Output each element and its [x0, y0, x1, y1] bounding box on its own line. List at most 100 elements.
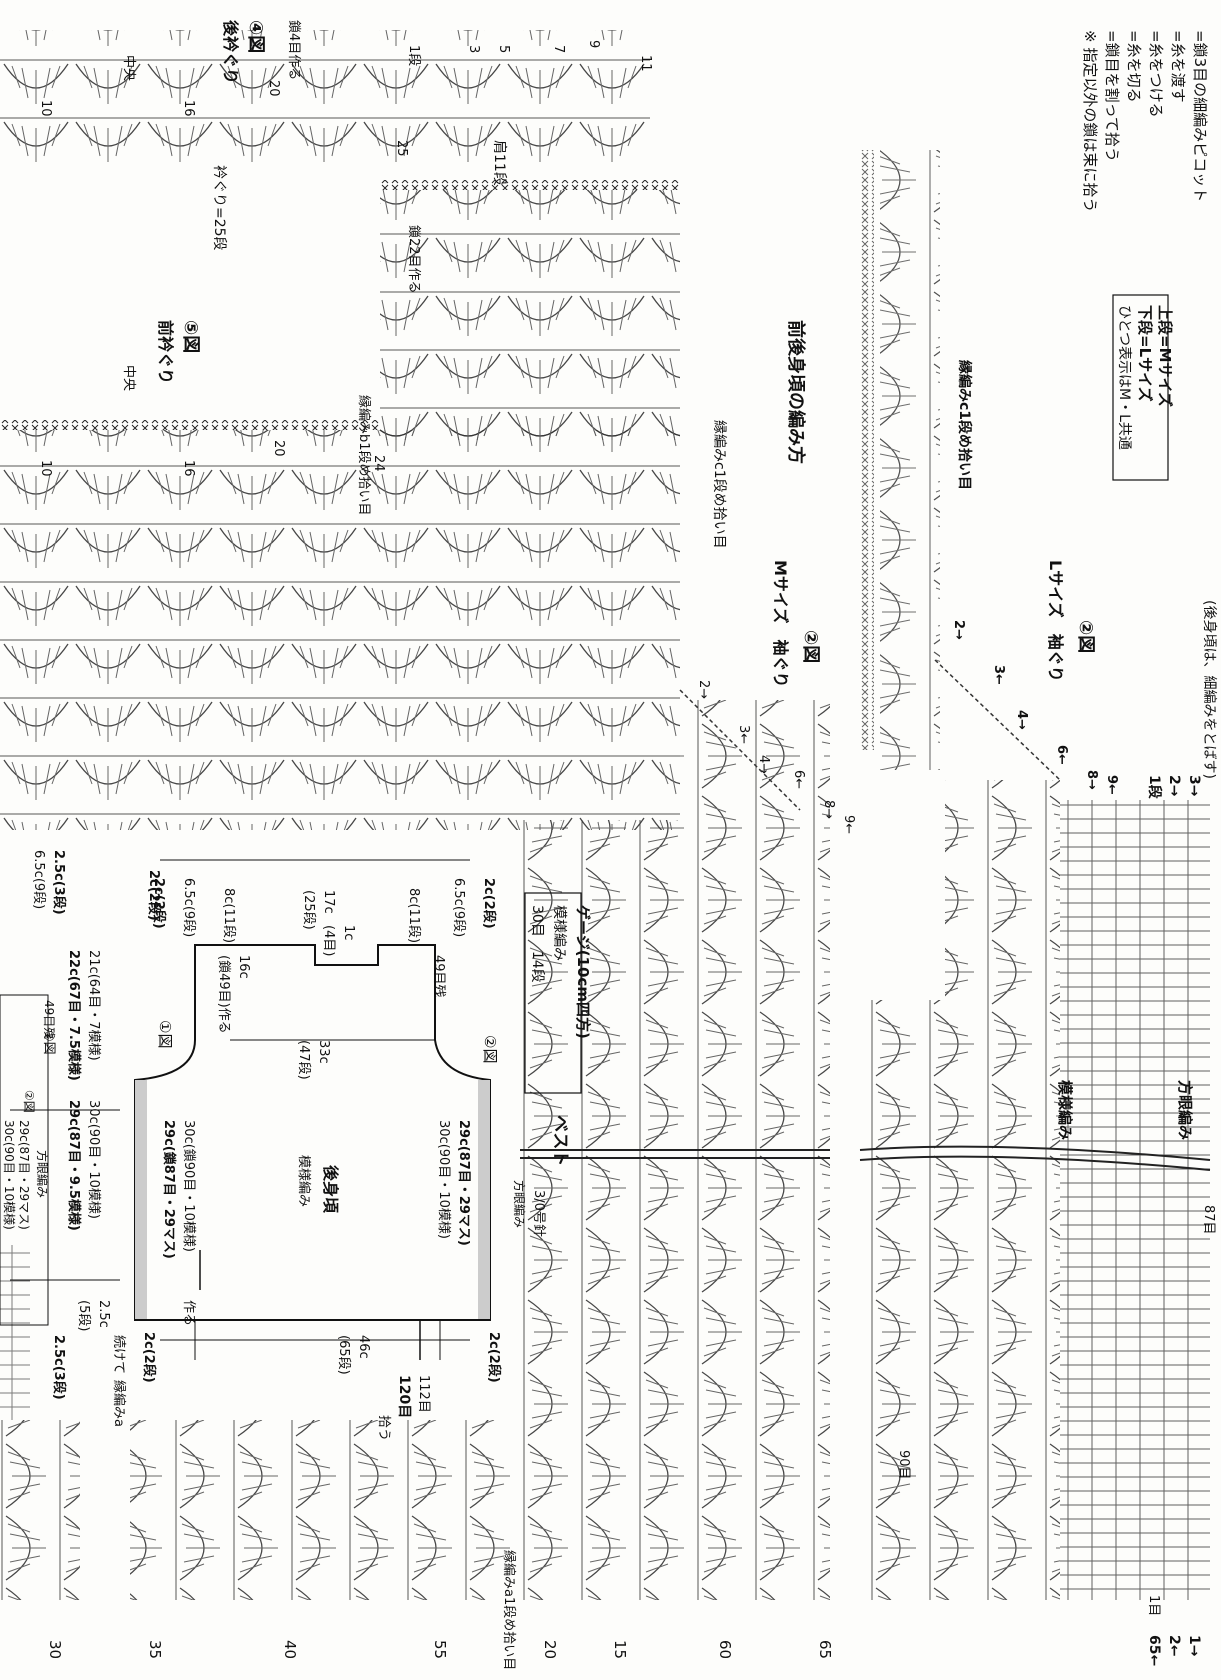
- w-29: 29c(87目・9.5模様): [66, 1100, 82, 1231]
- dim-33c: 33c: [316, 1040, 331, 1064]
- legend: =鎖3目の細編みピコット =糸を渡す =糸をつける =糸を切る =鎖目を割って拾…: [1081, 30, 1209, 212]
- edge-pickup-label-3: 縁編みb1段め拾い目: [356, 395, 372, 516]
- svg-text:20: 20: [266, 80, 281, 97]
- svg-text:55: 55: [431, 1640, 449, 1659]
- dim-top-1c: 1c: [341, 925, 356, 940]
- dim-30c-left1: 30c(鎖90目・10模様): [181, 1120, 197, 1252]
- svg-text:ひとつ表示はM・L共通: ひとつ表示はM・L共通: [1116, 305, 1132, 450]
- w-hougan: 方眼編み: [35, 1150, 50, 1198]
- dim-top-4: (4目): [321, 925, 336, 956]
- edge-pickup-label-1: 縁編みc1段め拾い目: [956, 360, 973, 490]
- chain4-label: 鎖4目作る: [286, 20, 302, 80]
- side-strip: [0, 994, 49, 1326]
- body-chart-title: 前後身頃の編み方: [785, 320, 807, 464]
- dim-46c: 46c: [356, 1335, 371, 1359]
- dim-tsuzuke: 続けて: [111, 1335, 126, 1374]
- gauge-box: [524, 892, 582, 1094]
- svg-text:24: 24: [371, 455, 386, 472]
- dim-29c-right: 29c(87目・29マス): [456, 1120, 471, 1246]
- svg-text:9←: 9←: [1104, 775, 1119, 795]
- fig4-title: ④図: [245, 20, 266, 53]
- svg-text:2→: 2→: [951, 620, 966, 640]
- dim-30c-left2: 29c(鎖87目・29マス): [161, 1120, 177, 1259]
- svg-text:2←: 2←: [1166, 1635, 1182, 1656]
- center-label-1: 中央: [121, 55, 136, 81]
- dim-2c-top-right: 2c(2段): [481, 878, 497, 929]
- l-size-armhole-chart: [859, 659, 1211, 1600]
- back-body-label: 後身頃: [321, 1165, 340, 1214]
- schematic-hougan: 方眼編み: [512, 1180, 527, 1228]
- fig4-subtitle: 後衿ぐり: [221, 20, 240, 84]
- fig5-numbers: 10 16 20 24: [38, 440, 386, 477]
- svg-text:3→: 3→: [1186, 775, 1202, 797]
- dim-30c-left3: 作る: [181, 1300, 196, 1326]
- collar-rows-label: 衿ぐり=25段: [211, 165, 227, 251]
- dim-49: 49目残: [431, 955, 446, 998]
- svg-text:上段=Mサイズ: 上段=Mサイズ: [1156, 305, 1174, 407]
- svg-text:9: 9: [586, 40, 601, 48]
- dim-right-2c: 2c(2段): [146, 870, 162, 921]
- fig4-numbers: 1段 3 5 7 9 11 25 10 16 20: [38, 40, 653, 157]
- gauge-text: ゲージ(10cm四方) 模様編み 30目 14段: [529, 905, 592, 1039]
- svg-text:8→: 8→: [821, 800, 836, 819]
- st87-label: 87目: [1201, 1205, 1216, 1235]
- right-row-numbers: 1段 2→ 3→ 65← 2← 1→: [1146, 775, 1202, 1666]
- dim-top-right2: 6.5c(9段): [451, 878, 466, 937]
- dim-2c-bottom-left: 2c(2段): [141, 1332, 157, 1383]
- dim-47: (47段): [296, 1040, 311, 1080]
- edge-pickup-label-2: 縁編みc1段め拾い目: [711, 420, 727, 549]
- st1-label: 1目: [1146, 1595, 1161, 1616]
- svg-text:20: 20: [271, 440, 286, 457]
- dim-2-5c: 2.5c: [96, 1300, 111, 1328]
- body-stitch-chart: [0, 30, 680, 830]
- needle-label: 3/0号針: [531, 1190, 546, 1237]
- svg-text:3←: 3←: [991, 665, 1006, 685]
- svg-text:65←: 65←: [1146, 1635, 1162, 1666]
- edge-pickup-label-4: 縁編みa1段め拾い目: [501, 1550, 517, 1670]
- l-armhole-rows: 2→ 3← 4→ 6← 8→ 9←: [951, 620, 1119, 795]
- fig2-l-subtitle: Lサイズ 袖ぐり: [1046, 560, 1065, 682]
- w-21: 21c(64目・7模様): [86, 950, 101, 1061]
- svg-text:40: 40: [281, 1640, 299, 1659]
- dim-top-mid: 17c: [321, 890, 336, 914]
- svg-text:10: 10: [38, 460, 53, 477]
- legend-pass-yarn: =糸を渡す: [1169, 30, 1187, 103]
- svg-text:下段=Lサイズ: 下段=Lサイズ: [1136, 305, 1154, 402]
- legend-attach-yarn: =糸をつける: [1147, 30, 1165, 118]
- dim-pickup: 拾う: [376, 1415, 391, 1441]
- fig2-label-a: ②図: [481, 1035, 499, 1063]
- dim-5: (5段): [76, 1300, 91, 1331]
- vest-schematic: [10, 859, 491, 1360]
- svg-text:15: 15: [611, 1640, 629, 1659]
- dim-top-mid2: (25段): [301, 890, 316, 930]
- svg-text:30目 14段: 30目 14段: [529, 905, 545, 983]
- svg-text:20: 20: [541, 1640, 559, 1659]
- svg-text:30: 30: [46, 1640, 64, 1659]
- fig2-label-b: ②図: [41, 1030, 56, 1055]
- fig1-label: ①図: [156, 1020, 174, 1048]
- dim-16c: 16c: [236, 955, 251, 979]
- center-label-2: 中央: [121, 365, 136, 391]
- svg-text:1段: 1段: [406, 45, 421, 66]
- w-29b: 29c(87目・29マス): [17, 1120, 31, 1230]
- legend-picot: =鎖3目の細編みピコット: [1191, 30, 1209, 202]
- fig5-subtitle: 前衿ぐり: [156, 320, 175, 384]
- dim-2c-bottom-right: 2c(2段): [486, 1332, 502, 1383]
- dim-65: (65段): [336, 1335, 351, 1375]
- st90-label: 90目: [896, 1450, 911, 1480]
- dim-right-2-5c-b: 2.5c(3段): [51, 1335, 67, 1400]
- w-30b: 30c(90目・10模様): [2, 1120, 16, 1230]
- svg-text:7: 7: [551, 45, 566, 53]
- dim-112: 112目: [416, 1375, 431, 1413]
- svg-text:16: 16: [181, 460, 196, 477]
- dim-top-left2: 8c(11段): [221, 888, 236, 943]
- svg-text:1段: 1段: [1146, 775, 1163, 799]
- svg-text:16: 16: [181, 100, 196, 117]
- svg-text:60: 60: [716, 1640, 734, 1659]
- legend-split-chain: =鎖目を割って拾う: [1103, 30, 1121, 162]
- svg-text:25: 25: [394, 140, 409, 157]
- dim-edge-a: 縁編みa: [111, 1380, 127, 1427]
- svg-text:1→: 1→: [1186, 1635, 1202, 1657]
